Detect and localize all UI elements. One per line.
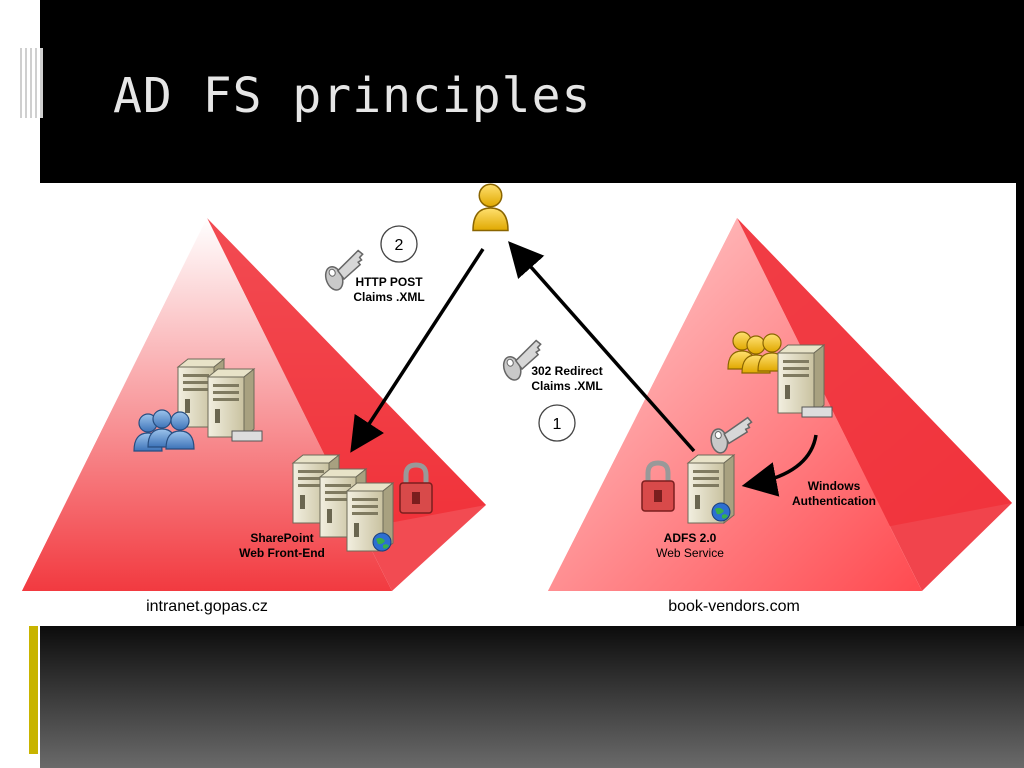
slide-title: AD FS principles (113, 68, 592, 124)
globe-icon (372, 532, 392, 552)
right-domain-label: book-vendors.com (668, 598, 800, 615)
step-2-number: 2 (395, 237, 404, 254)
globe-icon (711, 502, 731, 522)
arrow-from-adfs (508, 241, 696, 453)
slide-footer (40, 626, 1024, 768)
left-domain-label: intranet.gopas.cz (146, 598, 268, 615)
windows-auth-caption-line2: Authentication (792, 494, 876, 508)
keyboard-icon (801, 406, 833, 418)
adfs-diagram: 2 1 HTTP POST Claims .XML 302 Redirect C… (0, 183, 1016, 626)
step-2-label-line2: Claims .XML (353, 290, 424, 304)
arrow-windows-auth (741, 434, 818, 497)
step-1-label-line1: 302 Redirect (531, 364, 602, 378)
decorative-lines (20, 48, 43, 118)
slide-header (40, 0, 1024, 183)
arrow-to-sharepoint (350, 248, 485, 453)
server-icon (207, 368, 255, 438)
sharepoint-caption-line2: Web Front-End (239, 546, 325, 560)
accent-bar (29, 626, 38, 754)
sharepoint-caption-line1: SharePoint (250, 531, 313, 545)
user-icon (472, 183, 509, 232)
step-1-number: 1 (553, 416, 562, 433)
adfs-caption-line2: Web Service (656, 546, 724, 560)
windows-auth-caption-line1: Windows (808, 479, 861, 493)
step-1-circle (538, 404, 576, 442)
step-1-label-line2: Claims .XML (531, 379, 602, 393)
adfs-caption-line1: ADFS 2.0 (664, 531, 717, 545)
step-2-circle (380, 225, 418, 263)
step-2-label-line1: HTTP POST (355, 275, 423, 289)
server-icon (777, 344, 825, 414)
keyboard-icon (231, 430, 263, 442)
